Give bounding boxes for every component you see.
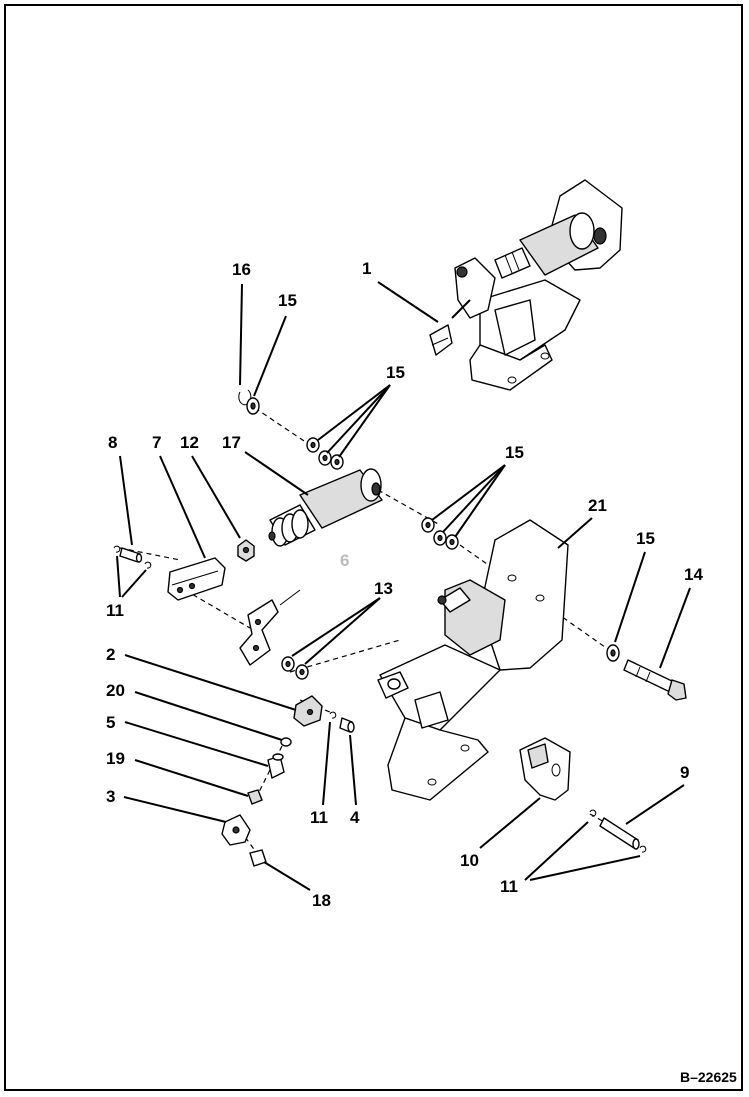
label-15-lower-group: 15 <box>505 443 524 462</box>
label-16: 16 <box>232 260 251 279</box>
part-21-bracket <box>377 519 569 801</box>
label-1: 1 <box>362 259 371 278</box>
part-7-clevis <box>167 557 226 601</box>
label-9: 9 <box>680 763 689 782</box>
label-4: 4 <box>350 808 360 827</box>
part-15-washer-upper-left <box>246 397 260 415</box>
part-19-nut <box>247 789 263 805</box>
part-14-bolt <box>623 659 687 701</box>
label-15-upper-left: 15 <box>278 291 297 310</box>
part-11-clips-right <box>589 809 647 853</box>
label-20: 20 <box>106 681 125 700</box>
part-16-retaining-ring <box>238 389 252 406</box>
label-7: 7 <box>152 433 161 452</box>
diagram-frame <box>4 4 743 1091</box>
part-5-rod-end <box>267 753 285 779</box>
label-5: 5 <box>106 713 115 732</box>
part-13-washers <box>281 656 309 680</box>
label-19: 19 <box>106 749 125 768</box>
part-2-switch <box>293 695 323 727</box>
label-10: 10 <box>460 851 479 870</box>
part-9-pin <box>599 817 640 850</box>
label-11-left: 11 <box>106 601 124 620</box>
part-12-nut <box>237 539 255 562</box>
part-11-clip-center <box>329 711 337 719</box>
label-13: 13 <box>374 579 393 598</box>
label-2: 2 <box>106 645 115 664</box>
label-3: 3 <box>106 787 115 806</box>
part-10-mount-bracket <box>519 737 571 801</box>
label-15-right: 15 <box>636 529 655 548</box>
label-11-right: 11 <box>500 877 518 896</box>
label-14: 14 <box>684 565 703 584</box>
label-15-upper-group: 15 <box>386 363 405 382</box>
part-17-cylinder <box>268 468 383 547</box>
callout-labels: 1 16 15 15 8 7 12 17 15 21 15 14 6 13 11… <box>106 259 703 910</box>
label-18: 18 <box>312 891 331 910</box>
label-21: 21 <box>588 496 607 515</box>
part-15-washer-right <box>606 644 620 662</box>
part-15-washer-group-upper <box>306 437 344 470</box>
label-6: 6 <box>340 551 349 570</box>
label-17: 17 <box>222 433 241 452</box>
label-12: 12 <box>180 433 199 452</box>
part-15-washer-group-lower <box>421 517 459 550</box>
part-3-ball-joint <box>221 814 251 846</box>
part-1-actuator-assembly <box>429 179 623 391</box>
part-20-spacer <box>280 737 292 747</box>
part-8-pin <box>119 547 143 563</box>
part-6-lever <box>239 589 301 666</box>
label-11-center: 11 <box>310 808 328 827</box>
label-8: 8 <box>108 433 117 452</box>
figure-id: B–22625 <box>680 1069 737 1085</box>
part-18-cap <box>249 849 267 867</box>
leader-lines <box>116 281 691 891</box>
part-4-pin <box>339 717 355 733</box>
part-11-clips-left <box>113 545 152 569</box>
